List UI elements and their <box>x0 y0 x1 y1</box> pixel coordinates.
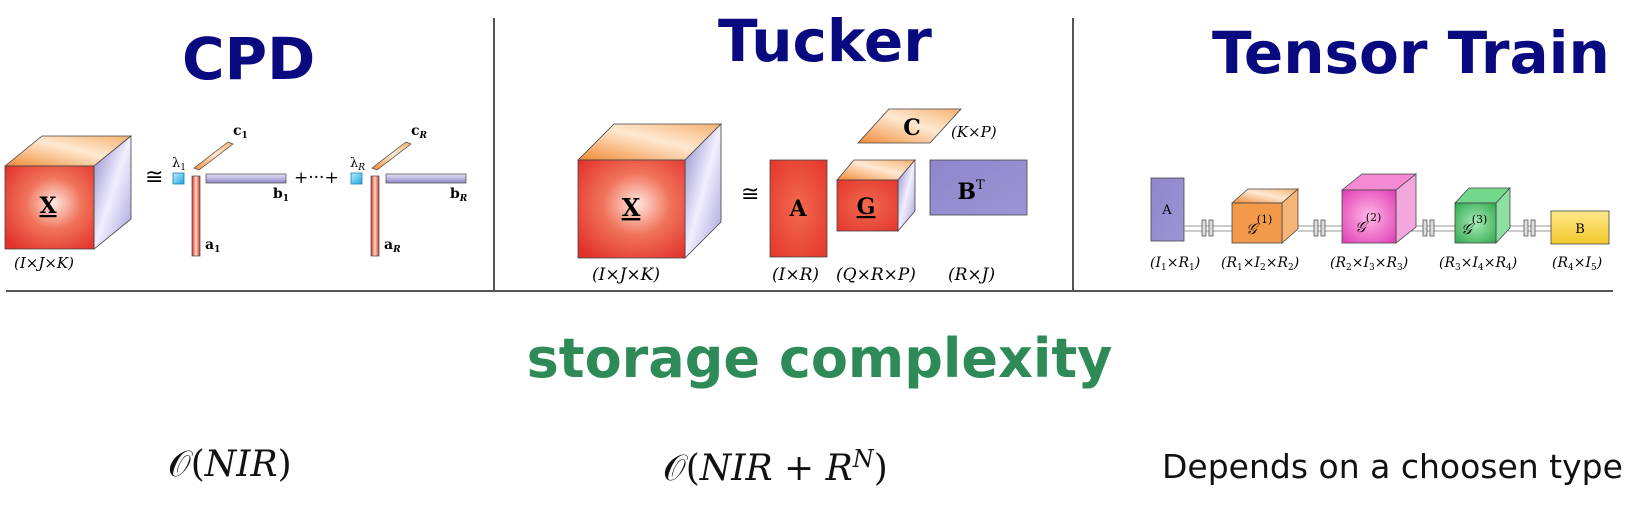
tucker-A-dims: (I×R) <box>772 265 819 285</box>
tt-core-G3: 𝒢(3) <box>1454 186 1511 245</box>
cpd-vector-b1 <box>205 173 287 184</box>
tucker-factor-BT <box>929 159 1028 216</box>
tensor-train-title: Tensor Train <box>1212 19 1610 87</box>
svg-text:𝒢(1): 𝒢(1) <box>1246 213 1272 238</box>
tucker-A-label: A <box>788 196 807 222</box>
cpd-tensor-label: X <box>39 193 57 219</box>
cpd-title: CPD <box>182 25 316 93</box>
cpd-term-R: λR cR bR aR <box>350 123 468 257</box>
svg-text:b1: b1 <box>273 186 289 204</box>
tucker-diagram: X (I×J×K) ≅ A (I×R) G (Q×R×P) C (K×P) BT… <box>577 108 1028 285</box>
tt-core-G1: 𝒢(1) <box>1230 188 1300 244</box>
cpd-diagram: X (I×J×K) ≅ λ1 c1 b1 a1 +···+ λR cR bR a… <box>3 123 468 272</box>
tt-B-dims: (R4×I5) <box>1552 255 1602 273</box>
cpd-vector-bR <box>385 173 467 184</box>
tt-diagram: A 𝒢(1) 𝒢(2) <box>1150 173 1610 273</box>
cpd-lambda-R <box>350 172 363 185</box>
svg-text:cR: cR <box>411 123 428 141</box>
tucker-C-label: C <box>903 115 921 141</box>
svg-text:λR: λR <box>350 156 365 173</box>
cpd-vector-aR <box>370 175 380 257</box>
cpd-plus-dots: +···+ <box>294 168 339 188</box>
tt-A-dims: (I1×R1) <box>1150 255 1200 273</box>
tt-G1-dims: (R1×I2×R2) <box>1221 255 1299 273</box>
cpd-lambda-1 <box>172 172 185 185</box>
tucker-factor-A <box>769 159 828 258</box>
tt-core-A <box>1150 177 1185 242</box>
tensor-train-complexity: Depends on a choosen type <box>1162 447 1623 486</box>
divider-horizontal <box>6 290 1613 292</box>
svg-text:λ1: λ1 <box>172 156 186 173</box>
tt-G3-dims: (R3×I4×R4) <box>1439 255 1517 273</box>
svg-text:a1: a1 <box>205 237 220 255</box>
tucker-factor-C <box>857 108 962 144</box>
cpd-vector-cR <box>371 141 412 171</box>
svg-text:𝒢(3): 𝒢(3) <box>1461 213 1487 238</box>
svg-text:aR: aR <box>384 237 401 255</box>
storage-complexity-heading: storage complexity <box>526 327 1113 390</box>
cpd-approx-symbol: ≅ <box>145 165 163 190</box>
svg-text:𝒢(2): 𝒢(2) <box>1355 211 1381 236</box>
tt-core-B <box>1550 210 1610 245</box>
tt-core-G2: 𝒢(2) <box>1340 173 1418 244</box>
tucker-B-dims: (R×J) <box>948 265 995 285</box>
tucker-G-dims: (Q×R×P) <box>836 265 916 285</box>
cpd-term-1: λ1 c1 b1 a1 <box>172 123 289 257</box>
cpd-vector-a1 <box>191 175 201 257</box>
tucker-complexity: 𝒪(NIR + RN) <box>663 445 888 489</box>
decomposition-diagrams: X (I×J×K) ≅ λ1 c1 b1 a1 +···+ λR cR bR a… <box>3 108 1610 285</box>
divider-tucker-tt <box>1072 18 1074 290</box>
tucker-approx-symbol: ≅ <box>741 182 759 207</box>
tucker-tensor-dims: (I×J×K) <box>592 265 660 285</box>
tt-G2-dims: (R2×I3×R3) <box>1330 255 1408 273</box>
divider-cpd-tucker <box>493 18 495 290</box>
tucker-core-G: G <box>836 158 916 233</box>
cpd-tensor-cube: X <box>3 135 133 250</box>
tucker-title: Tucker <box>718 7 932 75</box>
cpd-tensor-dims: (I×J×K) <box>14 254 74 272</box>
tucker-B-label: B <box>957 179 976 205</box>
cpd-vector-c1 <box>193 141 234 171</box>
svg-text:c1: c1 <box>233 123 248 141</box>
cpd-complexity: 𝒪(NIR) <box>168 444 292 485</box>
tt-A-label: A <box>1161 203 1172 218</box>
svg-text:bR: bR <box>450 186 468 204</box>
tucker-C-dims: (K×P) <box>951 123 997 141</box>
tucker-G-label: G <box>857 194 876 220</box>
tucker-tensor-label: X <box>622 193 641 222</box>
svg-text:BT: BT <box>957 178 985 205</box>
tucker-tensor-cube: X <box>577 123 722 259</box>
tt-B-label: B <box>1575 222 1585 237</box>
